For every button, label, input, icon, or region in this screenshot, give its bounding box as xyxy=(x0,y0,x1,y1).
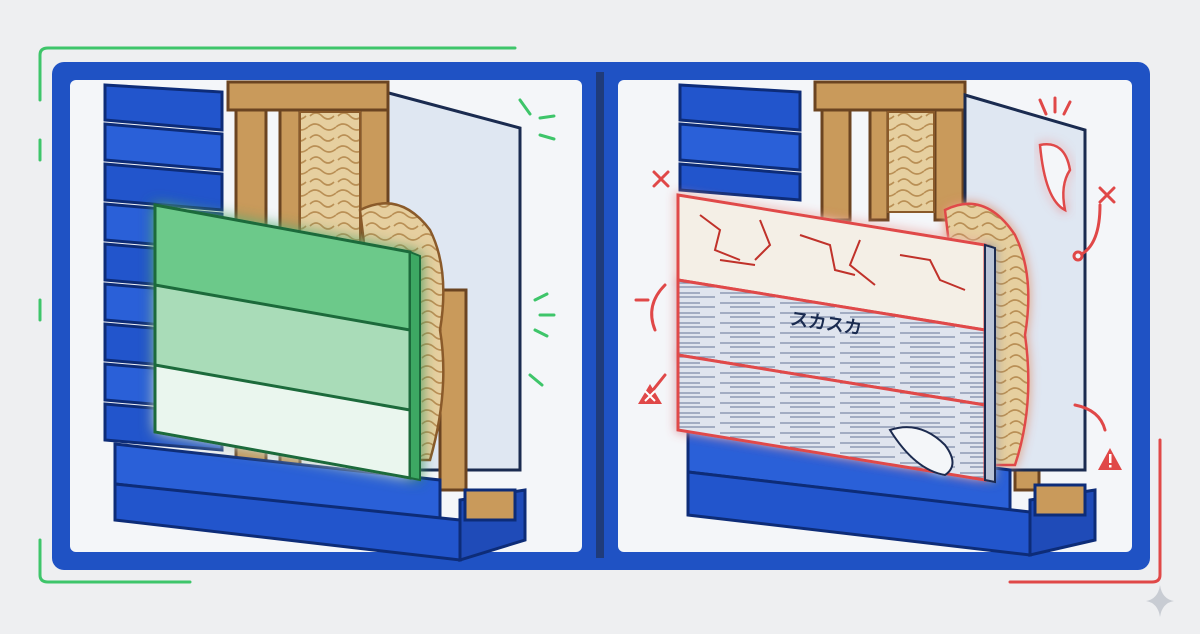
right-accent-bracket xyxy=(1008,438,1162,584)
right-existing-siding xyxy=(678,83,1012,512)
left-panel-good xyxy=(70,80,582,563)
right-damaged-siding xyxy=(676,193,996,484)
right-insulation xyxy=(887,111,935,213)
sparkle-icon xyxy=(1146,585,1174,617)
warning-icon xyxy=(638,384,662,404)
rotten-hole xyxy=(888,426,954,477)
close-icon xyxy=(1098,186,1116,204)
warning-icon xyxy=(1098,448,1122,470)
left-new-siding-panels xyxy=(153,203,421,482)
crack-lines xyxy=(699,214,966,291)
right-panel-bad: スカスカ xyxy=(618,80,1132,557)
panel-divider xyxy=(596,72,604,558)
close-icon xyxy=(652,170,670,188)
right-drywall-peel xyxy=(1038,143,1072,213)
left-spark-marks xyxy=(518,98,556,387)
left-base-flashing xyxy=(113,482,527,563)
right-base-flashing xyxy=(686,470,1097,557)
left-accent-bracket xyxy=(38,46,517,584)
